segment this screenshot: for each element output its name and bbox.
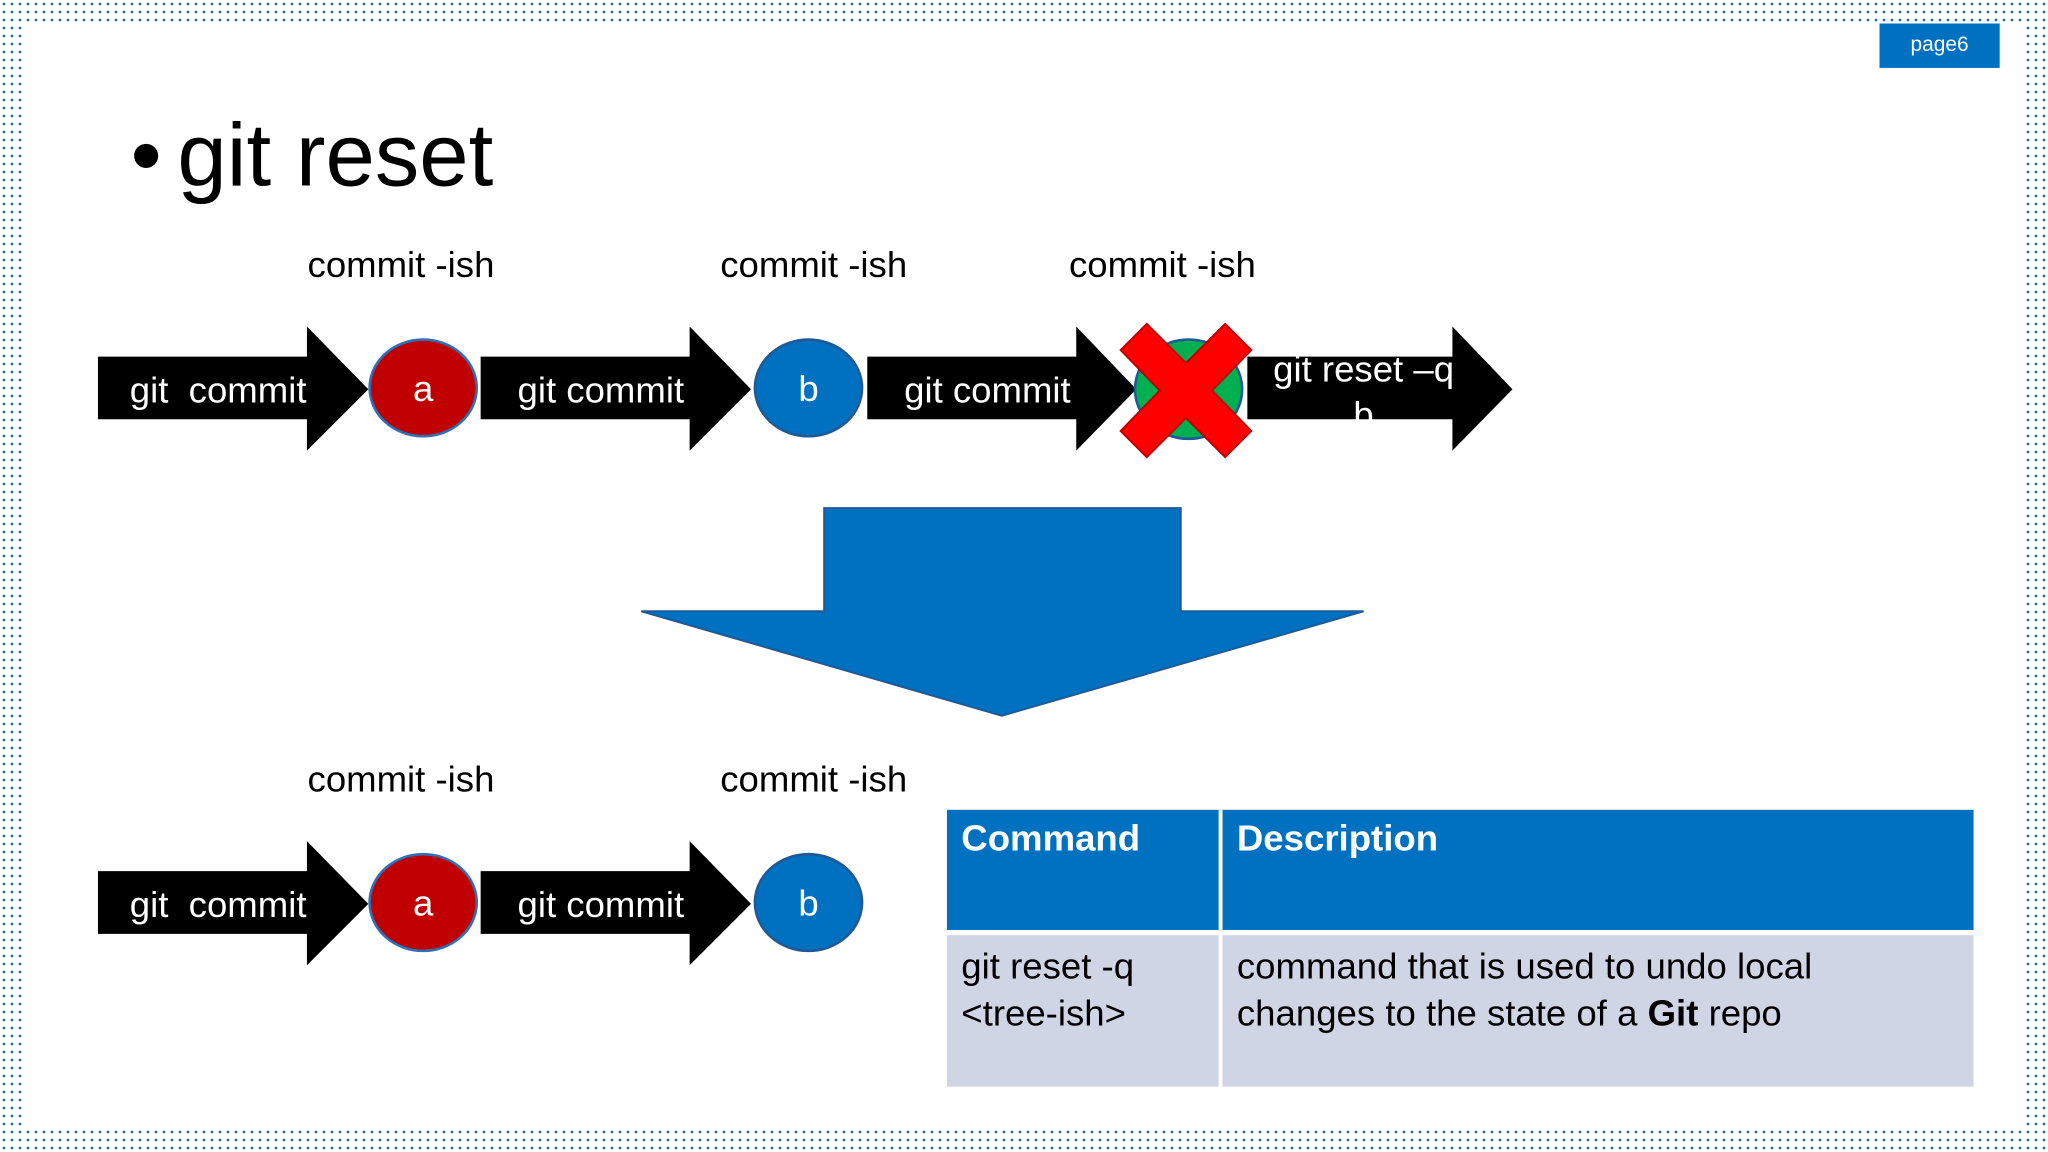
table-header: Command Description	[946, 809, 1974, 933]
commit-b-label: b	[798, 883, 818, 924]
commit-label: commit -ish	[308, 244, 495, 285]
reset-arrow-label: b	[1353, 394, 1373, 435]
commit-label: commit -ish	[720, 244, 907, 285]
commit-b-label: b	[798, 368, 818, 409]
page-label: page	[1910, 33, 1958, 57]
commit-a-node	[368, 852, 479, 953]
reset-arrow-label: git reset –q	[1273, 348, 1454, 389]
commit-b-node	[753, 338, 864, 438]
arrow-label: git commit	[130, 884, 307, 925]
commit-label: commit -ish	[1069, 244, 1256, 285]
description-text: repo	[1698, 992, 1782, 1034]
x-mark-icon	[1119, 322, 1253, 459]
table-row: git reset -q <tree-ish> command that is u…	[946, 929, 1974, 1087]
commit-a-label: a	[413, 883, 434, 924]
description-bold: Git	[1647, 992, 1699, 1034]
commit-arrow	[97, 326, 369, 451]
arrow-label: git commit	[904, 369, 1071, 410]
commit-b-node	[753, 852, 864, 953]
commit-a-label: a	[413, 368, 434, 409]
commit-a-node	[368, 338, 479, 438]
page-badge: page 6	[1879, 23, 2000, 68]
arrow-label: git commit	[130, 369, 307, 410]
reset-arrow	[1247, 326, 1513, 451]
description-text: command that is used to undo local chang…	[1236, 945, 1813, 1034]
commit-arrow	[480, 841, 752, 966]
slide-title: •git reset	[131, 104, 494, 206]
commit-arrow	[867, 326, 1137, 451]
command-text: <tree-ish>	[961, 992, 1126, 1034]
commit-arrow	[97, 841, 369, 966]
header-command: Command	[946, 809, 1221, 933]
command-table: Command Description git reset -q <tree-is…	[946, 809, 1974, 1087]
bullet: •	[130, 105, 162, 206]
commit-label: commit -ish	[720, 759, 907, 800]
description-cell: command that is used to undo local chang…	[1218, 929, 1974, 1087]
arrow-label: git commit	[518, 884, 685, 925]
commit-arrow	[480, 326, 752, 451]
commit-label: commit -ish	[308, 759, 495, 800]
title-text: git reset	[177, 105, 494, 206]
down-arrow-icon	[641, 507, 1364, 717]
command-cell: git reset -q <tree-ish>	[946, 929, 1221, 1087]
header-description: Description	[1218, 809, 1974, 933]
arrow-label: git commit	[518, 369, 685, 410]
page-number: 6	[1957, 33, 1969, 57]
command-text: git reset -q	[961, 945, 1135, 987]
